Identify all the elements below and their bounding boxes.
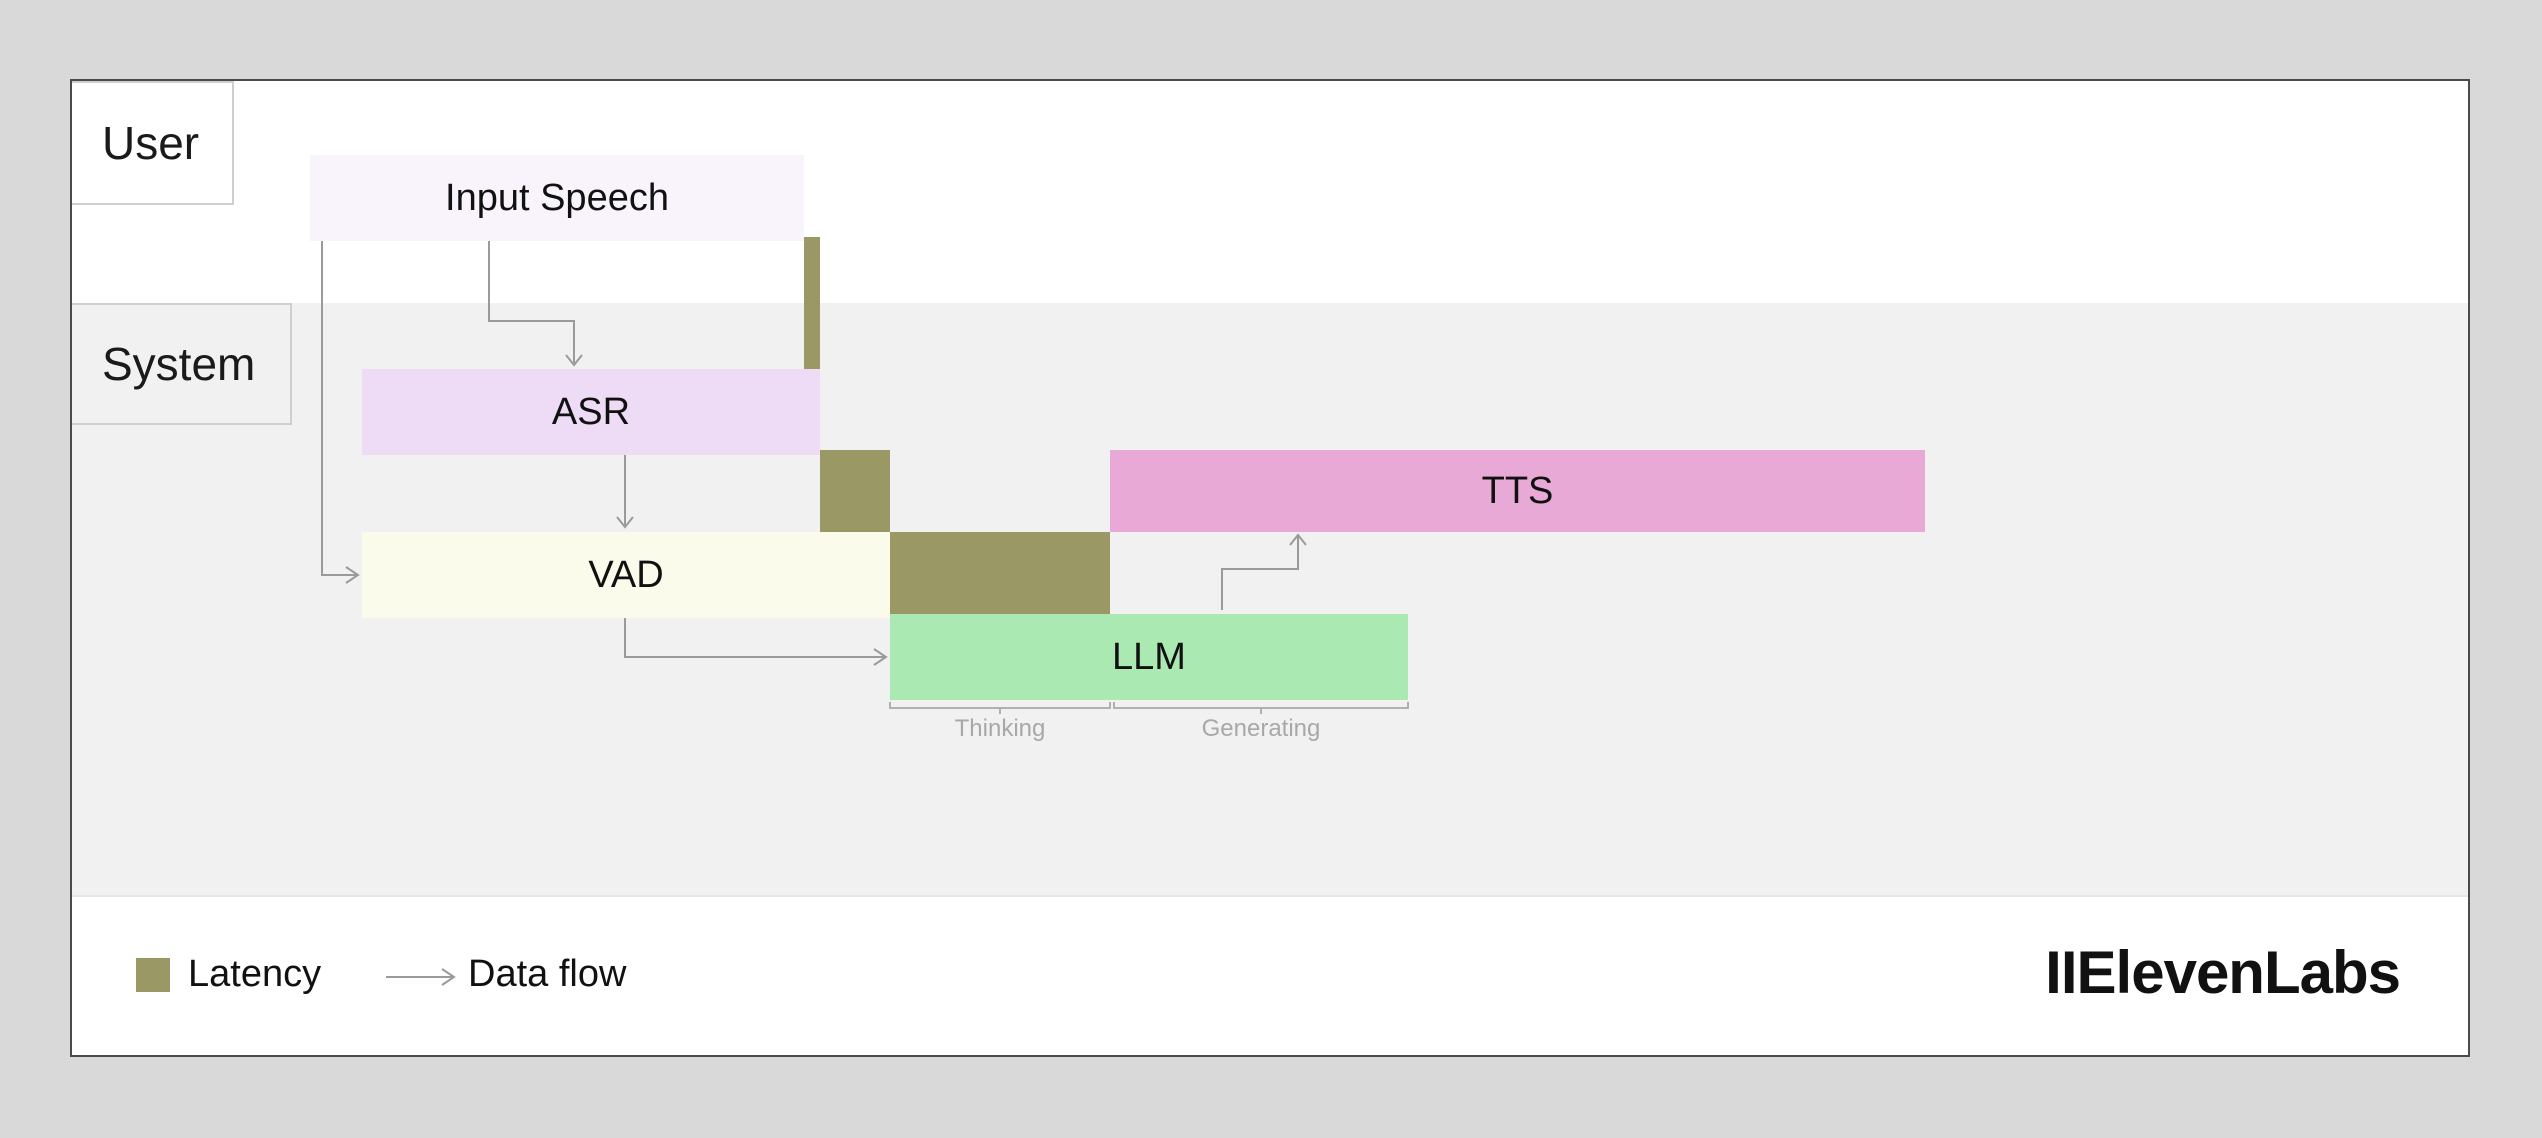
legend-arrowhead bbox=[441, 968, 456, 986]
diagram-frame: User System Input Speech ASR VAD TTS LLM bbox=[70, 79, 2470, 1057]
tts-block: TTS bbox=[1110, 450, 1925, 532]
latency-bar-input bbox=[804, 237, 820, 369]
arrow-vad-to-llm bbox=[624, 618, 884, 658]
asr-block: ASR bbox=[362, 369, 820, 455]
latency-bar-vad-llm bbox=[890, 532, 1110, 614]
arrowhead-llm bbox=[873, 648, 888, 666]
llm-block: LLM bbox=[890, 614, 1408, 700]
legend-data-flow: Data flow bbox=[468, 953, 626, 996]
data-flow-arrows bbox=[321, 241, 1409, 986]
arrowhead-tts bbox=[1289, 533, 1307, 546]
arrow-llm-to-tts bbox=[1221, 536, 1299, 610]
elevenlabs-logo: IIElevenLabs bbox=[2045, 939, 2401, 1006]
generating-brace bbox=[1113, 702, 1409, 709]
legend-latency: Latency bbox=[136, 953, 321, 996]
arrow-input-to-asr bbox=[488, 241, 575, 363]
user-lane-label: User bbox=[72, 81, 234, 205]
latency-bar-asr-vad bbox=[820, 450, 890, 532]
arrowhead-vad-top bbox=[616, 516, 634, 529]
arrow-input-to-vad bbox=[321, 241, 356, 576]
arrowhead-asr bbox=[565, 354, 583, 367]
system-lane-label: System bbox=[72, 303, 292, 425]
latency-swatch bbox=[136, 957, 170, 992]
vad-block: VAD bbox=[362, 532, 890, 618]
input-speech-block: Input Speech bbox=[310, 155, 804, 241]
legend-latency-label: Latency bbox=[188, 953, 322, 995]
arrowhead-vad-left bbox=[345, 566, 360, 584]
thinking-label: Thinking bbox=[954, 715, 1046, 742]
legend-data-flow-label: Data flow bbox=[468, 953, 627, 995]
generating-label: Generating bbox=[1201, 715, 1321, 742]
thinking-brace bbox=[889, 702, 1111, 709]
